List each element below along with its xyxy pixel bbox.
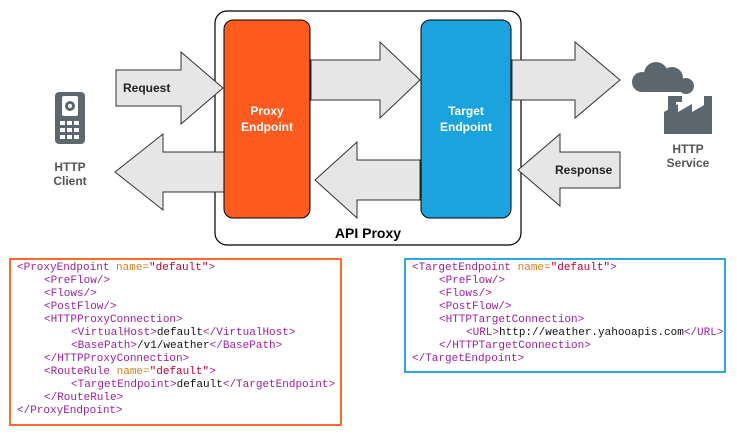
proxy-xml-line: <PreFlow/> [17, 275, 334, 288]
http-service-label: HTTP Service [660, 142, 716, 170]
proxy-xml-line: <VirtualHost>default</VirtualHost> [17, 327, 334, 340]
proxy-to-target-arrow [310, 40, 421, 120]
proxy-xml-token: /v1/weather [137, 340, 210, 352]
response-arrow [517, 132, 621, 208]
http-client-label-line1: HTTP [54, 160, 86, 174]
target-xml-token: <Flows/> [439, 288, 492, 300]
target-xml-token: <URL> [466, 327, 500, 339]
phone-icon [55, 92, 85, 144]
api-proxy-diagram [55, 10, 712, 246]
target-xml-token: </URL> [683, 327, 724, 339]
api-proxy-label: API Proxy [334, 225, 402, 241]
target-xml-token: "default" [550, 262, 611, 274]
proxy-xml-token: "default" [149, 262, 209, 274]
proxy-xml-line: </HTTPProxyConnection> [17, 353, 334, 366]
http-client-label-line2: Client [53, 174, 87, 188]
proxy-xml-token: </VirtualHost> [203, 327, 296, 339]
proxy-xml-token: <TargetEndpoint> [71, 379, 177, 391]
http-service-label-line2: Service [666, 156, 710, 170]
proxy-xml-token: "default" [149, 366, 210, 378]
proxy-xml-line: <TargetEndpoint>default</TargetEndpoint> [17, 379, 336, 392]
target-xml-token: name= [517, 262, 551, 274]
target-endpoint-label: Target Endpoint [421, 103, 511, 135]
proxy-xml-token: </HTTPProxyConnection> [44, 353, 190, 365]
proxy-xml-line: <BasePath>/v1/weather</BasePath> [17, 340, 334, 353]
proxy-xml-token: </RouteRule> [44, 392, 124, 404]
proxy-xml-token: <RouteRule [44, 366, 117, 378]
proxy-xml-token: </ProxyEndpoint> [17, 405, 123, 417]
target-xml-token: <HTTPTargetConnection> [439, 314, 585, 326]
proxy-xml-token: <VirtualHost> [71, 327, 157, 339]
target-to-proxy-arrow [314, 140, 421, 220]
cloud-icon [632, 62, 694, 94]
proxy-xml-token: name= [116, 366, 150, 378]
proxy-xml-token: <ProxyEndpoint [17, 262, 117, 274]
proxy-endpoint-label: Proxy Endpoint [224, 103, 310, 135]
request-label: Request [123, 81, 171, 95]
proxy-to-client-arrow [114, 132, 227, 212]
proxy-xml-token: > [209, 366, 216, 378]
proxy-xml-token: name= [116, 262, 150, 274]
target-to-service-arrow [511, 40, 621, 120]
proxy-xml-token: <PostFlow/> [44, 301, 117, 313]
proxy-xml-line: </RouteRule> [17, 392, 334, 405]
request-arrow [115, 50, 224, 126]
target-xml-token: > [610, 262, 617, 274]
target-xml-token: <TargetEndpoint [412, 262, 518, 274]
factory-icon [664, 96, 712, 134]
target-endpoint-label-line1: Target [448, 104, 484, 118]
target-xml-line: <TargetEndpoint name="default"> [412, 262, 718, 275]
target-xml-token: http://weather.yahooapis.com [499, 327, 684, 339]
proxy-xml-token: </TargetEndpoint> [222, 379, 336, 391]
proxy-xml-token: <BasePath> [71, 340, 138, 352]
target-xml-line: <Flows/> [412, 288, 718, 301]
proxy-xml-line: <Flows/> [17, 288, 334, 301]
target-endpoint-label-line2: Endpoint [440, 120, 492, 134]
response-label: Response [555, 163, 613, 177]
proxy-xml-token: > [208, 262, 216, 274]
target-xml-line: </TargetEndpoint> [412, 353, 718, 366]
proxy-xml-line: </ProxyEndpoint> [17, 405, 334, 418]
proxy-xml-token: <PreFlow/> [44, 275, 111, 287]
proxy-xml-line: <HTTPProxyConnection> [17, 314, 334, 327]
target-xml-line: <PreFlow/> [412, 275, 718, 288]
proxy-endpoint-label-line1: Proxy [250, 104, 284, 118]
http-client-label: HTTP Client [45, 160, 95, 188]
proxy-xml-token: <Flows/> [44, 288, 97, 300]
target-xml-token: </HTTPTargetConnection> [439, 340, 591, 352]
proxy-xml-line: <ProxyEndpoint name="default"> [17, 262, 334, 275]
proxy-endpoint-label-line2: Endpoint [241, 120, 293, 134]
target-xml-line: <PostFlow/> [412, 301, 718, 314]
proxy-xml-token: <HTTPProxyConnection> [44, 314, 183, 326]
proxy-endpoint-block [223, 19, 311, 219]
proxy-xml-line: <PostFlow/> [17, 301, 334, 314]
target-endpoint-block [420, 19, 512, 219]
http-service-label-line1: HTTP [672, 142, 704, 156]
proxy-endpoint-xml: <ProxyEndpoint name="default"><PreFlow/>… [9, 258, 342, 426]
target-xml-line: <URL>http://weather.yahooapis.com</URL> [412, 327, 723, 340]
proxy-xml-line: <RouteRule name="default"> [17, 366, 334, 379]
target-endpoint-xml: <TargetEndpoint name="default"><PreFlow/… [404, 258, 726, 373]
target-xml-token: </TargetEndpoint> [412, 353, 525, 365]
proxy-xml-token: default [156, 327, 204, 339]
target-xml-line: <HTTPTargetConnection> [412, 314, 718, 327]
target-xml-token: <PostFlow/> [439, 301, 512, 313]
target-xml-line: </HTTPTargetConnection> [412, 340, 718, 353]
target-xml-token: <PreFlow/> [439, 275, 506, 287]
proxy-xml-token: default [176, 379, 223, 391]
proxy-xml-token: </BasePath> [209, 340, 283, 352]
